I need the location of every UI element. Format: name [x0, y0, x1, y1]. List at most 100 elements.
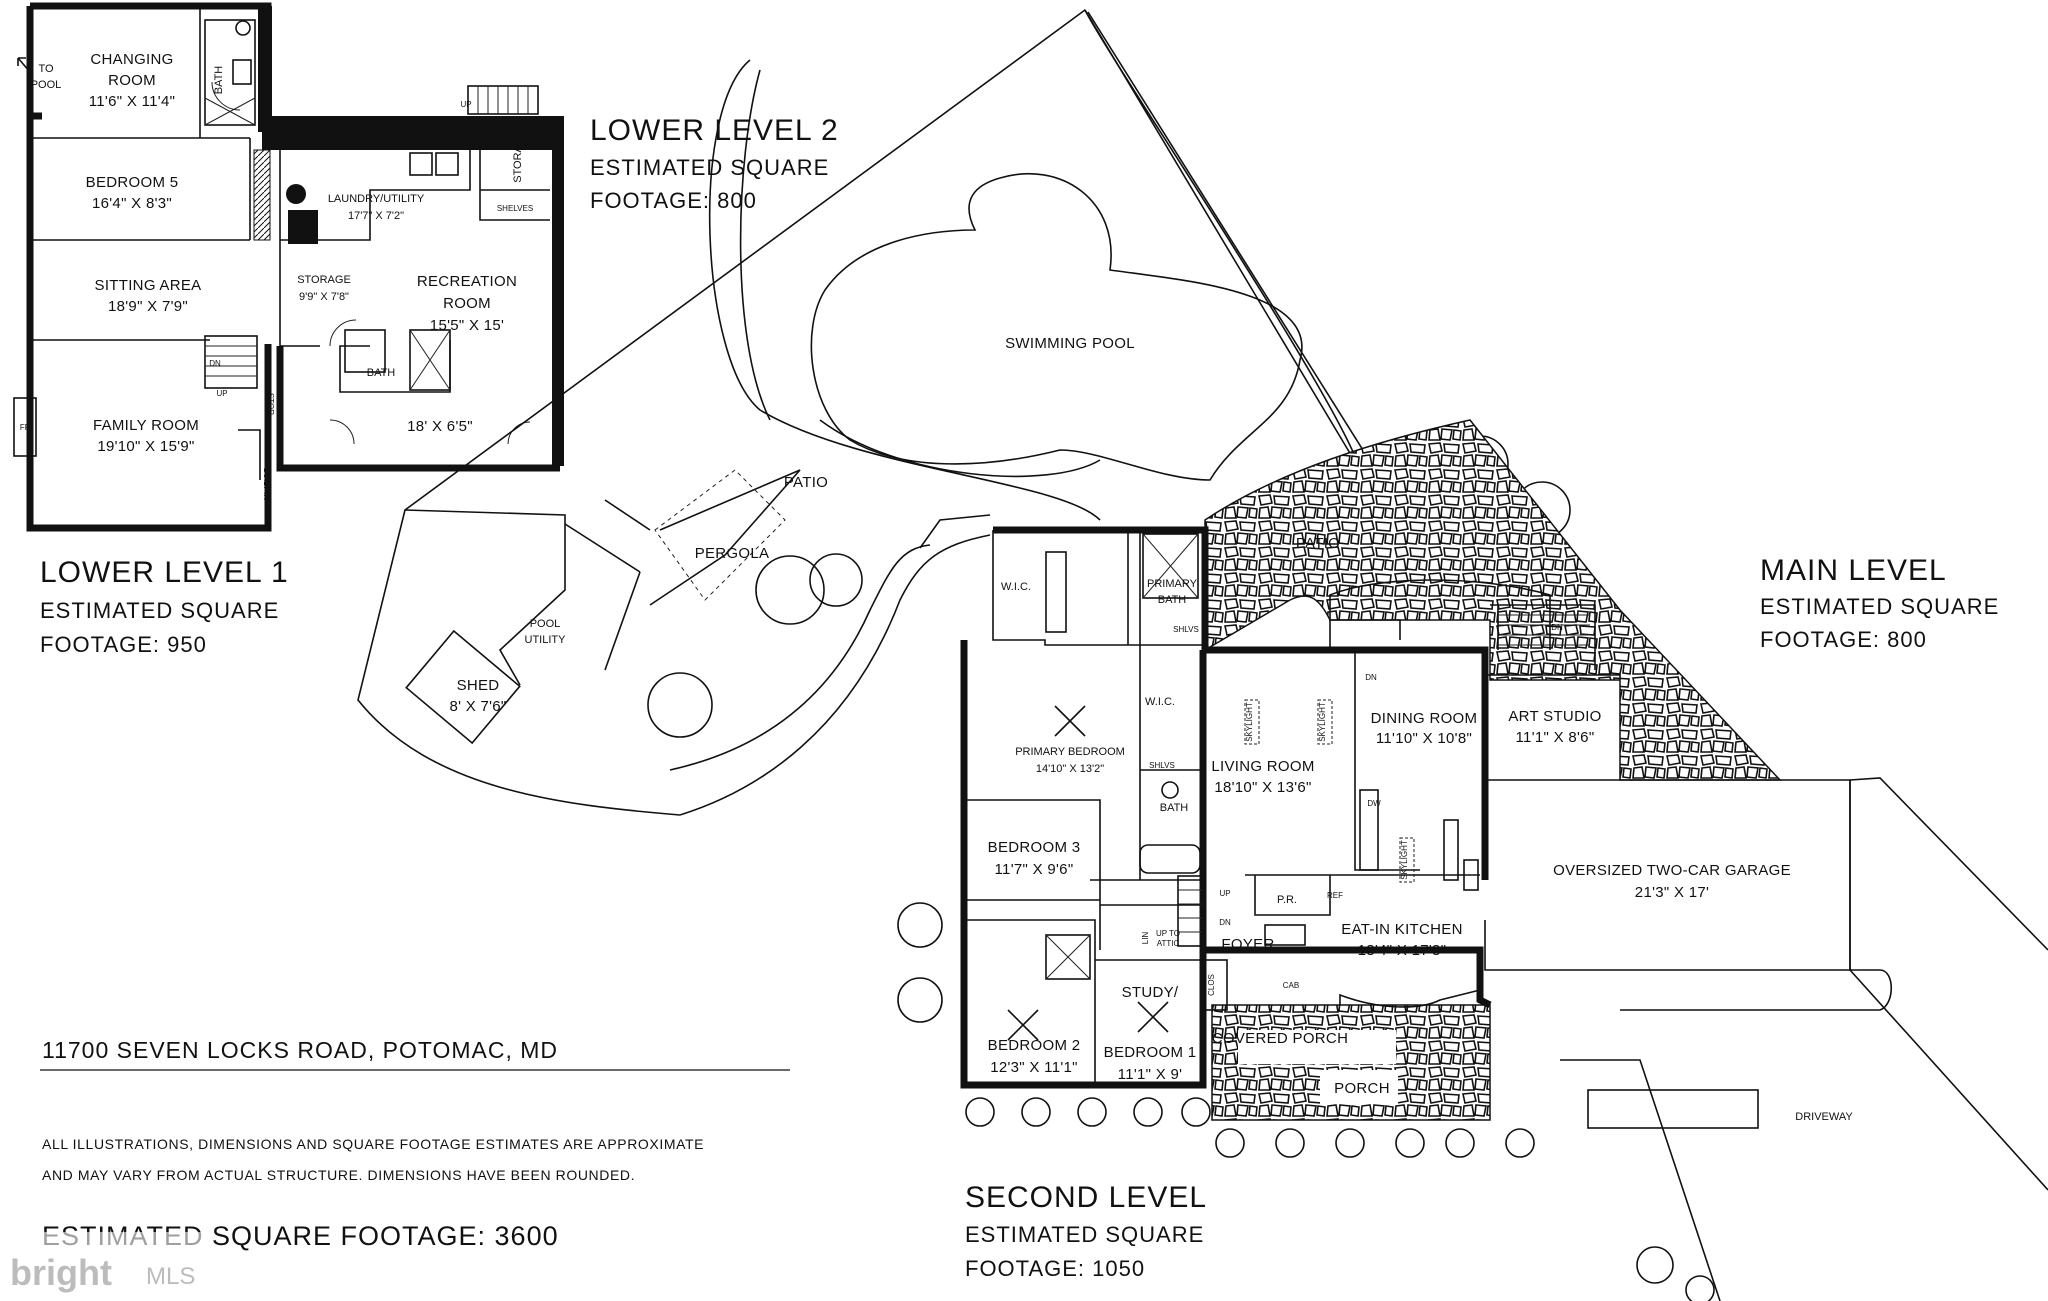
built-in-label: BUILT-IN	[262, 468, 271, 501]
recreation-room-dim: 15'5" X 15'	[430, 317, 504, 334]
patio2-label: PATIO	[1296, 535, 1340, 552]
tub-icon	[1139, 844, 1201, 874]
patio-label: PATIO	[784, 474, 828, 491]
laundry-label: LAUNDRY/UTILITY	[328, 193, 425, 205]
main-level-title: MAIN LEVEL	[1760, 554, 1947, 587]
primary-bedroom-label: PRIMARY BEDROOM	[1015, 746, 1125, 758]
dn-label-foyer: DN	[1219, 918, 1231, 927]
changing-room-dim: 11'6" X 11'4"	[89, 93, 175, 110]
stove-icon	[1463, 859, 1479, 891]
furnace-icon	[288, 210, 318, 244]
disclaimer-line-1: ALL ILLUSTRATIONS, DIMENSIONS AND SQUARE…	[42, 1136, 704, 1152]
recreation-room-label: RECREATION	[417, 273, 517, 290]
lower-level-1-line2: FOOTAGE: 950	[40, 632, 207, 657]
yard-plan: SWIMMING POOL PATIO PERGOLA POOL UTILITY…	[357, 9, 1571, 816]
bedroom-2-dim: 12'3" X 11'1"	[990, 1059, 1078, 1076]
lower-level-1-title: LOWER LEVEL 1	[40, 556, 289, 589]
recreation-room-label-2: ROOM	[443, 295, 491, 312]
dining-room-label: DINING ROOM	[1371, 710, 1478, 727]
second-level-line1: ESTIMATED SQUARE	[965, 1222, 1204, 1247]
main-level-line1: ESTIMATED SQUARE	[1760, 594, 1999, 619]
swimming-pool	[810, 173, 1303, 481]
wic-label-2: W.I.C.	[1145, 696, 1175, 708]
skylights	[1244, 699, 1415, 883]
living-room-label: LIVING ROOM	[1211, 758, 1314, 775]
bath-label: BATH	[367, 367, 396, 379]
bedroom-3-label: BEDROOM 3	[988, 839, 1081, 856]
shrubs	[897, 902, 1715, 1301]
up-label-2: UP	[460, 100, 471, 109]
up-label: UP	[216, 389, 227, 398]
dining-room-dim: 11'10" X 10'8"	[1376, 730, 1472, 747]
bedroom-3-dim: 11'7" X 9'6"	[995, 861, 1074, 878]
art-studio-dim: 11'1" X 8'6"	[1516, 729, 1595, 746]
dw-label: DW	[1367, 799, 1381, 808]
pool-utility-label-2: UTILITY	[525, 634, 567, 646]
toilet-icon	[1161, 781, 1179, 799]
dn-label: DN	[209, 359, 221, 368]
laundry-dim: 17'7" X 7'2"	[348, 210, 404, 222]
changing-room-label: CHANGING	[90, 51, 173, 68]
shlvs-label: SHLVS	[1173, 625, 1199, 634]
sitting-area-dim: 18'9" X 7'9"	[108, 298, 188, 315]
ceiling-fan-icon	[1007, 705, 1169, 1041]
bath-label-top: BATH	[213, 66, 225, 95]
study-label-2: BEDROOM 1	[1104, 1044, 1197, 1061]
bedroom-5-dim: 16'4" X 8'3"	[92, 195, 172, 212]
pr-label: P.R.	[1277, 894, 1297, 906]
attic-label: UP TO	[1156, 929, 1180, 938]
second-level-title: SECOND LEVEL	[965, 1181, 1207, 1214]
main-level-plan: LIVING ROOM 18'10" X 13'6" DINING ROOM 1…	[1177, 579, 2048, 1301]
storage-dim: 9'9" X 7'8"	[299, 291, 349, 303]
porch-label: PORCH	[1334, 1080, 1390, 1097]
kitchen-label: EAT-IN KITCHEN	[1341, 921, 1462, 938]
bedroom-5-label: BEDROOM 5	[86, 174, 179, 191]
skylight-label-2: SKYLIGHT	[1318, 702, 1327, 742]
water-heater-icon	[286, 184, 306, 204]
lower-levels-plan: TO POOL CHANGING ROOM 11'6" X 11'4" BATH…	[13, 2, 564, 532]
kitchen-dim: 18'4" X 17'8"	[1358, 942, 1447, 959]
shlvs-label-2: SHLVS	[1149, 761, 1175, 770]
study-dim: 11'1" X 9'	[1118, 1066, 1183, 1083]
second-level-plan: W.I.C. PRIMARY BATH SHLVS W.I.C. SHLVS B…	[960, 526, 1209, 1089]
sitting-area-label: SITTING AREA	[95, 277, 202, 294]
watermark-logo: bright MLS	[0, 1232, 212, 1301]
art-studio-label: ART STUDIO	[1508, 708, 1601, 725]
up-label-main: UP	[1219, 889, 1230, 898]
sink-icon	[232, 59, 252, 85]
stone-patio: PATIO	[1204, 419, 1782, 1121]
family-room-label: FAMILY ROOM	[93, 417, 199, 434]
ref-label: REF	[1327, 891, 1343, 900]
second-level-line2: FOOTAGE: 1050	[965, 1256, 1145, 1281]
changing-room-label-2: ROOM	[108, 72, 156, 89]
property-address: 11700 SEVEN LOCKS ROAD, POTOMAC, MD	[42, 1037, 558, 1063]
lower-level-2-title: LOWER LEVEL 2	[590, 114, 839, 147]
to-pool-label-2: POOL	[31, 79, 62, 91]
shed-dim: 8' X 7'6"	[449, 698, 506, 715]
primary-bedroom-dim: 14'10" X 13'2"	[1036, 763, 1104, 775]
bedroom-2-label: BEDROOM 2	[988, 1037, 1081, 1054]
shed-label: SHED	[457, 677, 500, 694]
garage-dim: 21'3" X 17'	[1635, 884, 1709, 901]
foyer-label: FOYER	[1221, 936, 1274, 953]
to-pool-label-1: TO	[38, 63, 54, 75]
primary-bath-label-2: BATH	[1158, 594, 1187, 606]
dn-label-dining: DN	[1365, 673, 1377, 682]
cab-label: CAB	[1283, 981, 1299, 990]
shower-icon	[409, 329, 451, 391]
main-level-line2: FOOTAGE: 800	[1760, 627, 1927, 652]
living-room-dim: 18'10" X 13'6"	[1214, 779, 1311, 796]
washer-icon	[409, 152, 433, 176]
storage-label: STORAGE	[297, 274, 351, 286]
lower-level-2-line1: ESTIMATED SQUARE	[590, 155, 829, 180]
garage-label: OVERSIZED TWO-CAR GARAGE	[1553, 862, 1791, 879]
stor-label: STOR	[266, 393, 275, 415]
lin-label: LIN	[1141, 932, 1150, 945]
recreation-dim-2: 18' X 6'5"	[407, 418, 473, 435]
lower-level-1-line1: ESTIMATED SQUARE	[40, 598, 279, 623]
toilet-icon	[235, 20, 251, 36]
dn-label-main: DN	[1551, 623, 1563, 632]
watermark-suffix: MLS	[146, 1263, 195, 1290]
disclaimer-line-2: AND MAY VARY FROM ACTUAL STRUCTURE. DIME…	[42, 1167, 635, 1183]
